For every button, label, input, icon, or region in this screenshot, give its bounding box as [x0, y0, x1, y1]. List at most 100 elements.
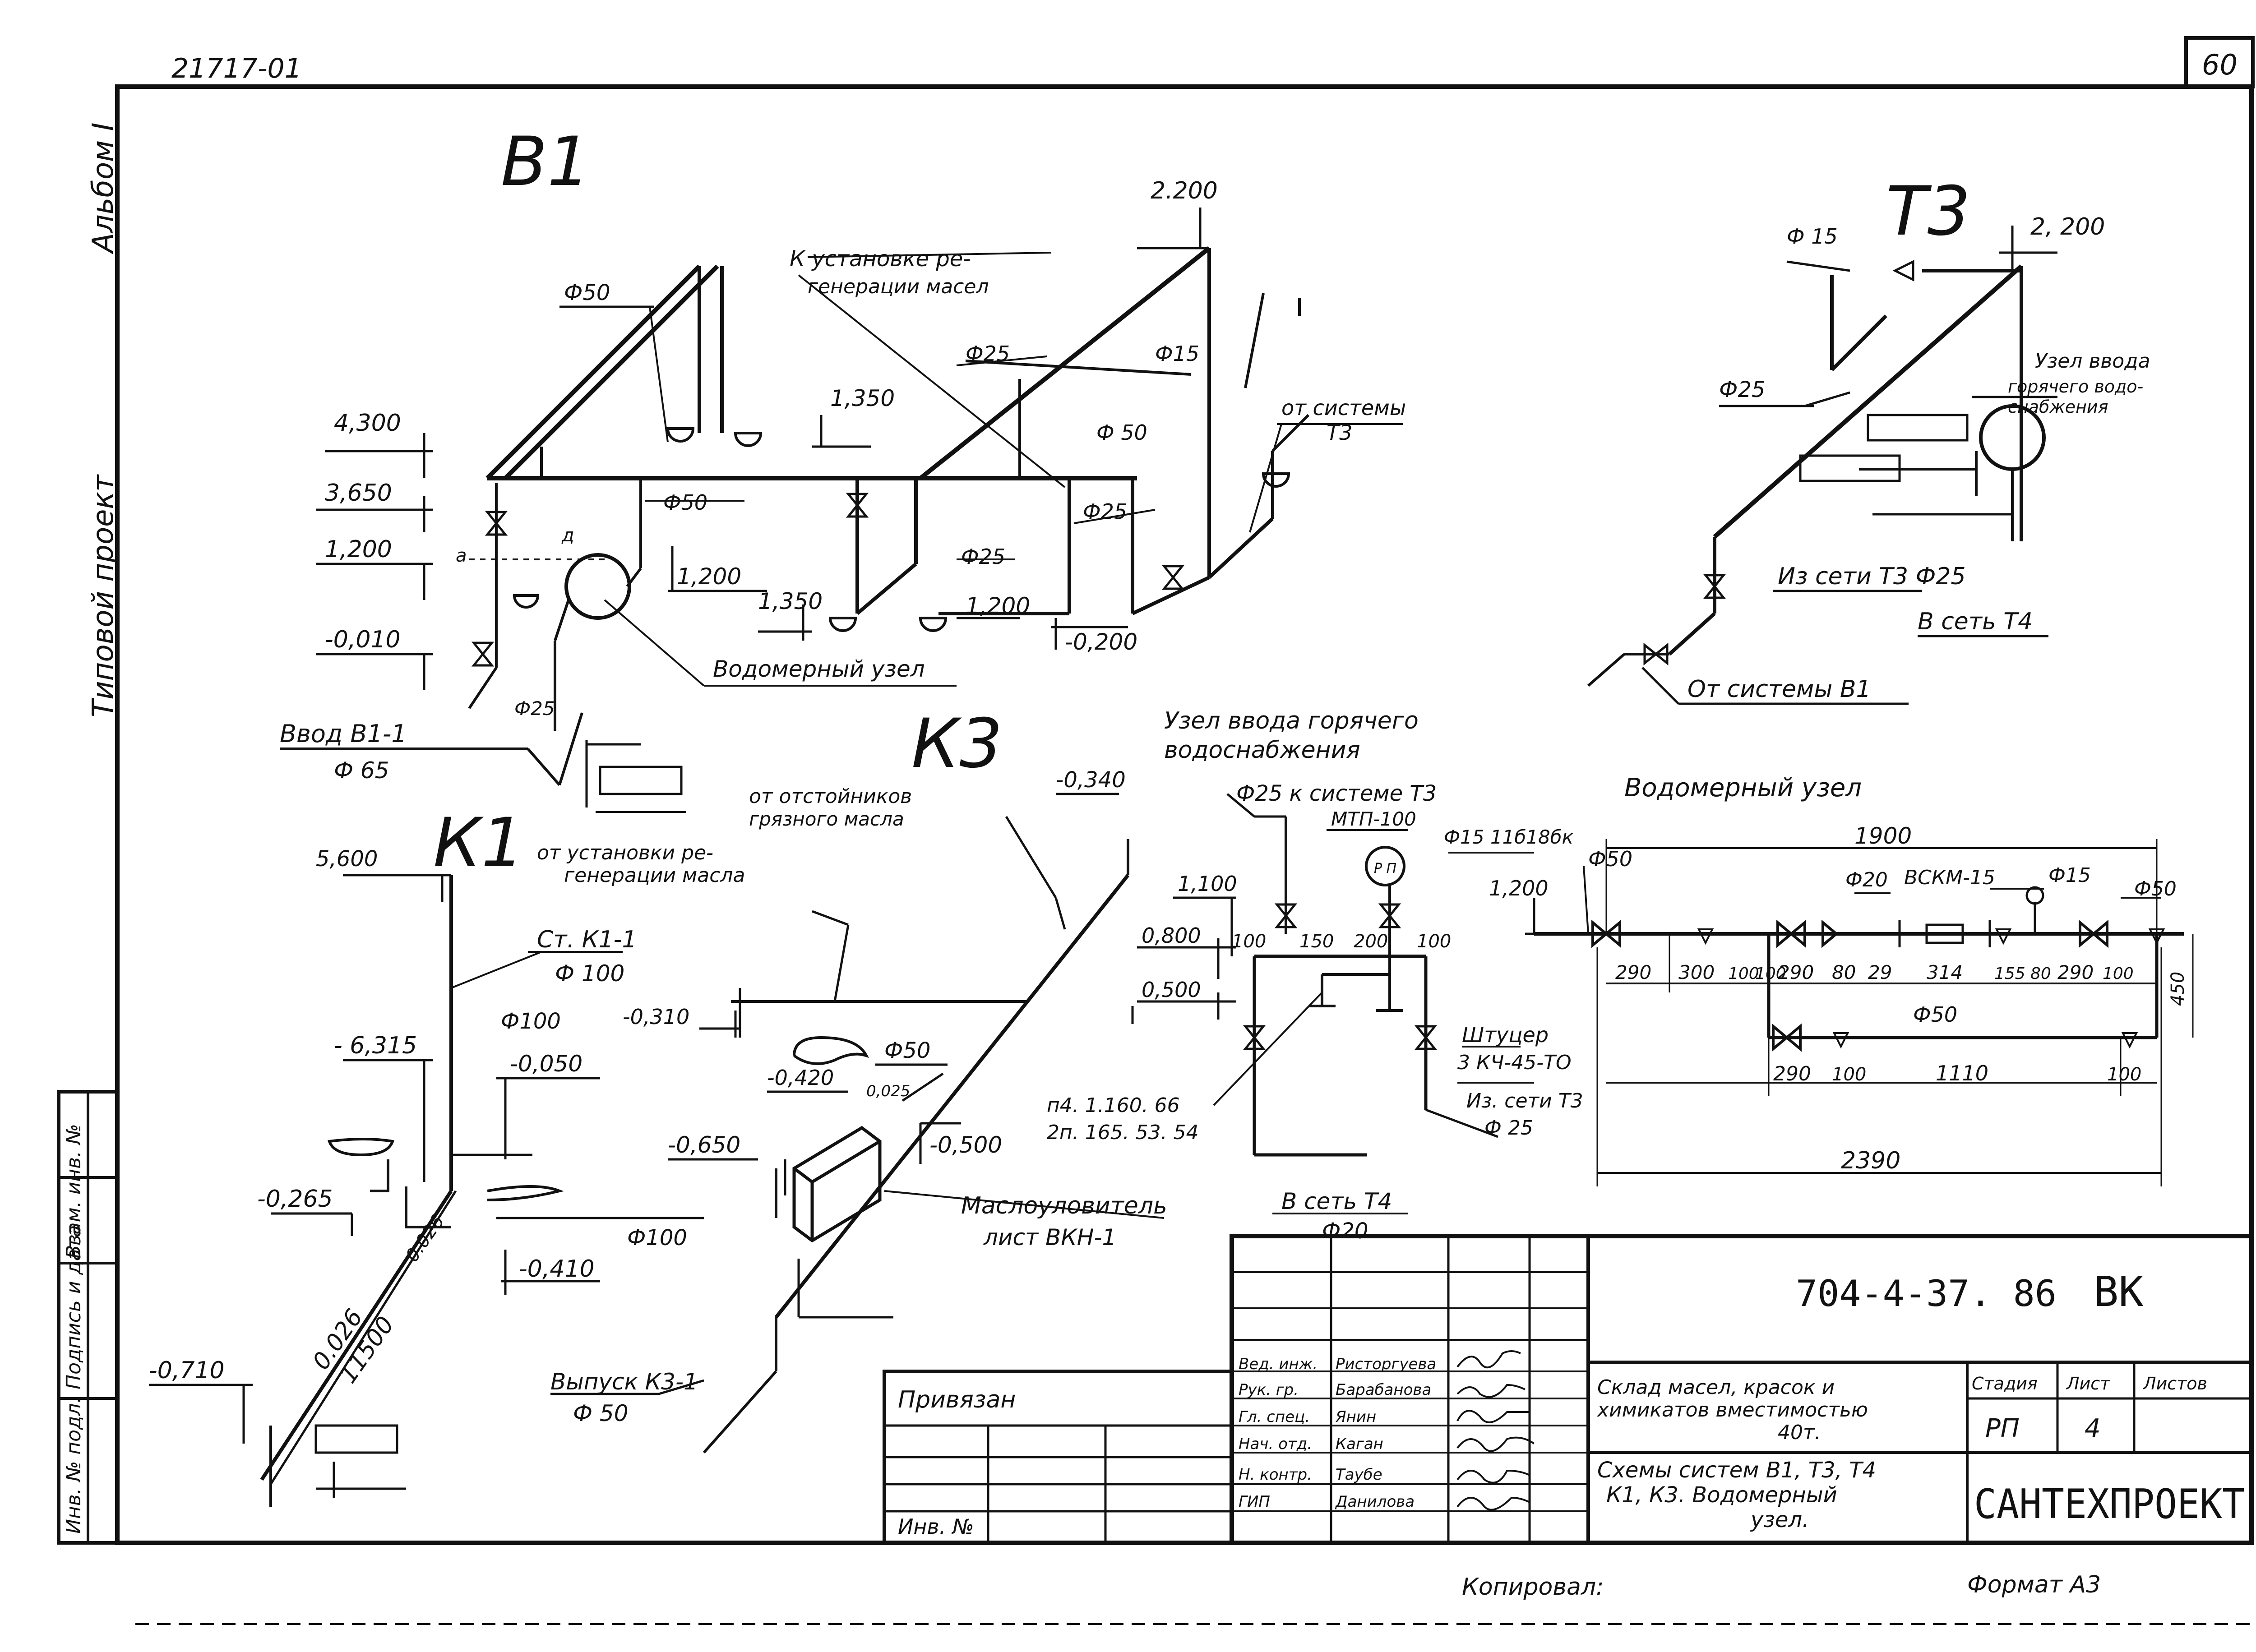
meter-dim-top-5: 290 [1778, 961, 1814, 983]
k3-trap-1: Маслоуловитель [961, 1192, 1167, 1219]
hot-node-ref-2: 2п. 165. 53. 54 [1047, 1121, 1199, 1144]
hot-node-dim-200: 200 [1354, 931, 1388, 952]
meter-dim-100d: 100 [2107, 1064, 2141, 1085]
format-label: Формат А3 [1967, 1571, 2101, 1598]
strip-cell-replace: Взам. инв. № [62, 1124, 85, 1259]
b1-label-d: д [561, 525, 574, 546]
name-1: Ристоргуева [1336, 1355, 1436, 1373]
sheet-value: 4 [2085, 1414, 2101, 1443]
organization: САНТЕХПРОЕКТ [1974, 1481, 2245, 1528]
meter-d15: Ф15 [2048, 864, 2091, 887]
hot-node-gauge: P П [1374, 861, 1396, 877]
t3-hot-node-1: Узел ввода [2035, 350, 2150, 373]
hot-node-d15: Ф15 11б18бк [1444, 826, 1574, 848]
drawing-code: 704-4-37. 86 [1796, 1273, 2057, 1315]
role-6: ГИП [1239, 1493, 1270, 1511]
hot-node-level-0500: 0,500 [1142, 978, 1201, 1002]
meter-dim-450: 450 [2168, 972, 2188, 1006]
b1-level-3650: 3,650 [325, 480, 392, 507]
role-4: Нач. отд. [1239, 1435, 1312, 1453]
k3-level-0310: -0,310 [623, 1005, 689, 1029]
sheet-title-1: Схемы систем В1, Т3, Т4 [1597, 1458, 1876, 1483]
t3-hot-node-3: снабжения [2008, 397, 2108, 417]
hot-node-title-1: Узел ввода горячего [1164, 707, 1419, 734]
drawing-code-suffix: ВК [2094, 1268, 2144, 1316]
k1-level-5600: 5,600 [316, 846, 378, 872]
b1-level-1200c: 1,200 [966, 593, 1030, 619]
hot-water-node-scheme [1131, 793, 1534, 1214]
drawing-number-top: 21717-01 [171, 53, 302, 84]
k1-from-regen-1: от установки ре- [537, 841, 713, 864]
b1-d50-b: Ф 50 [1096, 420, 1147, 445]
name-4: Каган [1336, 1435, 1383, 1453]
k3-level-0650: -0,650 [668, 1132, 740, 1158]
meter-dim-top-11: 290 [2057, 961, 2094, 983]
meter-dim-1900: 1900 [1854, 823, 1912, 849]
k1-level-0410: -0,410 [519, 1255, 595, 1283]
k1-riser: Ст. К1-1 [537, 926, 637, 953]
k1-title: К1 [433, 804, 524, 882]
meter-d20: Ф20 [1845, 868, 1888, 891]
album-label: Альбом I [87, 122, 120, 254]
name-3: Янин [1335, 1408, 1376, 1426]
hot-node-fitting-1: Штуцер [1462, 1023, 1549, 1047]
k3-from-settlers-1: от отстойников [749, 785, 912, 808]
t3-hot-node-2: горячего водо- [2008, 377, 2143, 397]
meter-d50a: Ф50 [1588, 847, 1632, 871]
b1-level-1350b: 1,350 [758, 588, 823, 614]
project-kind-label: Типовой проект [87, 474, 120, 717]
copied-by: Копировал: [1462, 1574, 1604, 1601]
tied-label: Привязан [898, 1386, 1016, 1413]
k1-d100a: Ф 100 [555, 960, 624, 987]
k3-d50: Ф50 [884, 1038, 930, 1063]
hot-node-dim-100a: 100 [1232, 931, 1266, 952]
meter-dim-top-1: 290 [1615, 961, 1651, 983]
k3-outlet: Выпуск К3-1 [550, 1369, 698, 1395]
t3-to-net: В сеть Т4 [1918, 608, 2033, 635]
hot-node-level-0800: 0,800 [1142, 923, 1201, 948]
k1-d100b: Ф100 [501, 1009, 561, 1034]
k1-level-6315: - 6,315 [334, 1032, 417, 1059]
k3-slope: 0,025 [866, 1082, 910, 1100]
k3-level-0340: -0,340 [1056, 767, 1126, 793]
role-3: Гл. спец. [1239, 1408, 1310, 1426]
sheet-title-2: К1, К3. Водомерный [1606, 1482, 1837, 1508]
t3-from-net: Из сети Т3 Ф25 [1778, 563, 1966, 590]
k3-d50b: Ф 50 [573, 1400, 629, 1426]
title-block [883, 1234, 2254, 1545]
name-5: Таубе [1336, 1466, 1382, 1484]
k3-from-settlers-2: грязного масла [749, 808, 904, 830]
meter-level-1200: 1,200 [1489, 876, 1549, 900]
t3-from-b1: От системы В1 [1687, 676, 1871, 703]
strip-cell-inv: Инв. № подл. [62, 1397, 85, 1534]
k3-title: К3 [911, 705, 1003, 783]
t3-level-2200: 2, 200 [2030, 213, 2105, 240]
b1-meter-node: Водомерный узел [713, 656, 925, 682]
role-5: Н. контр. [1239, 1466, 1312, 1484]
meter-dim-top-4: 100 [1755, 964, 1786, 983]
meter-dim-290b: 290 [1773, 1062, 1811, 1085]
meter-d50b: Ф50 [2134, 877, 2177, 900]
hot-node-dim-150: 150 [1299, 931, 1334, 952]
b1-to-regen-2: генерации масел [808, 275, 989, 298]
b1-level-2200: 2.200 [1151, 177, 1218, 204]
t3-d25: Ф25 [1719, 377, 1765, 402]
role-1: Вед. инж. [1239, 1355, 1318, 1373]
b1-d25-c: Ф25 [961, 545, 1005, 569]
hot-node-d25: Ф 25 [1484, 1117, 1533, 1140]
sheet-title-3: узел. [1750, 1507, 1809, 1532]
role-2: Рук. гр. [1239, 1381, 1299, 1399]
meter-dim-1110: 1110 [1936, 1061, 1988, 1085]
hot-node-ref-1: п4. 1.160. 66 [1047, 1094, 1180, 1117]
t3-d15: Ф 15 [1787, 224, 1838, 249]
b1-d25: Ф25 [966, 341, 1010, 366]
k3-level-0420: -0,420 [767, 1066, 834, 1090]
b1-level-0010: -0,010 [325, 626, 401, 653]
system-k3-scheme: К3 [550, 705, 1165, 1454]
object-line-2: химикатов вместимостью [1596, 1398, 1868, 1421]
b1-level-1350a: 1,350 [830, 385, 895, 411]
b1-d50-top: Ф50 [564, 280, 610, 305]
meter-dim-top-7: 29 [1868, 961, 1892, 983]
meter-bskm: ВСКМ-15 [1904, 866, 1995, 889]
